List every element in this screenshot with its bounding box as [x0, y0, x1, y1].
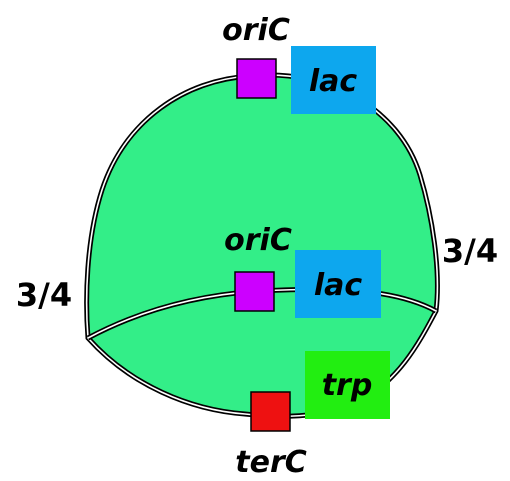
- trp-box: [305, 351, 390, 419]
- ter-marker: [250, 391, 291, 432]
- ori-middle-marker: [234, 271, 275, 312]
- lac-top-label: lac: [309, 64, 358, 99]
- ori-top-label: oriC: [222, 13, 290, 48]
- trp-label: trp: [322, 368, 373, 403]
- lac-middle-label: lac: [314, 268, 363, 303]
- fraction-right-label: 3/4: [442, 232, 498, 270]
- ori-top-marker: [236, 58, 277, 99]
- ori-middle-label: oriC: [224, 223, 292, 258]
- fraction-left-label: 3/4: [16, 276, 72, 314]
- ter-label: terC: [235, 445, 307, 480]
- lac-middle-box: [295, 250, 381, 318]
- lac-top-box: [291, 46, 376, 114]
